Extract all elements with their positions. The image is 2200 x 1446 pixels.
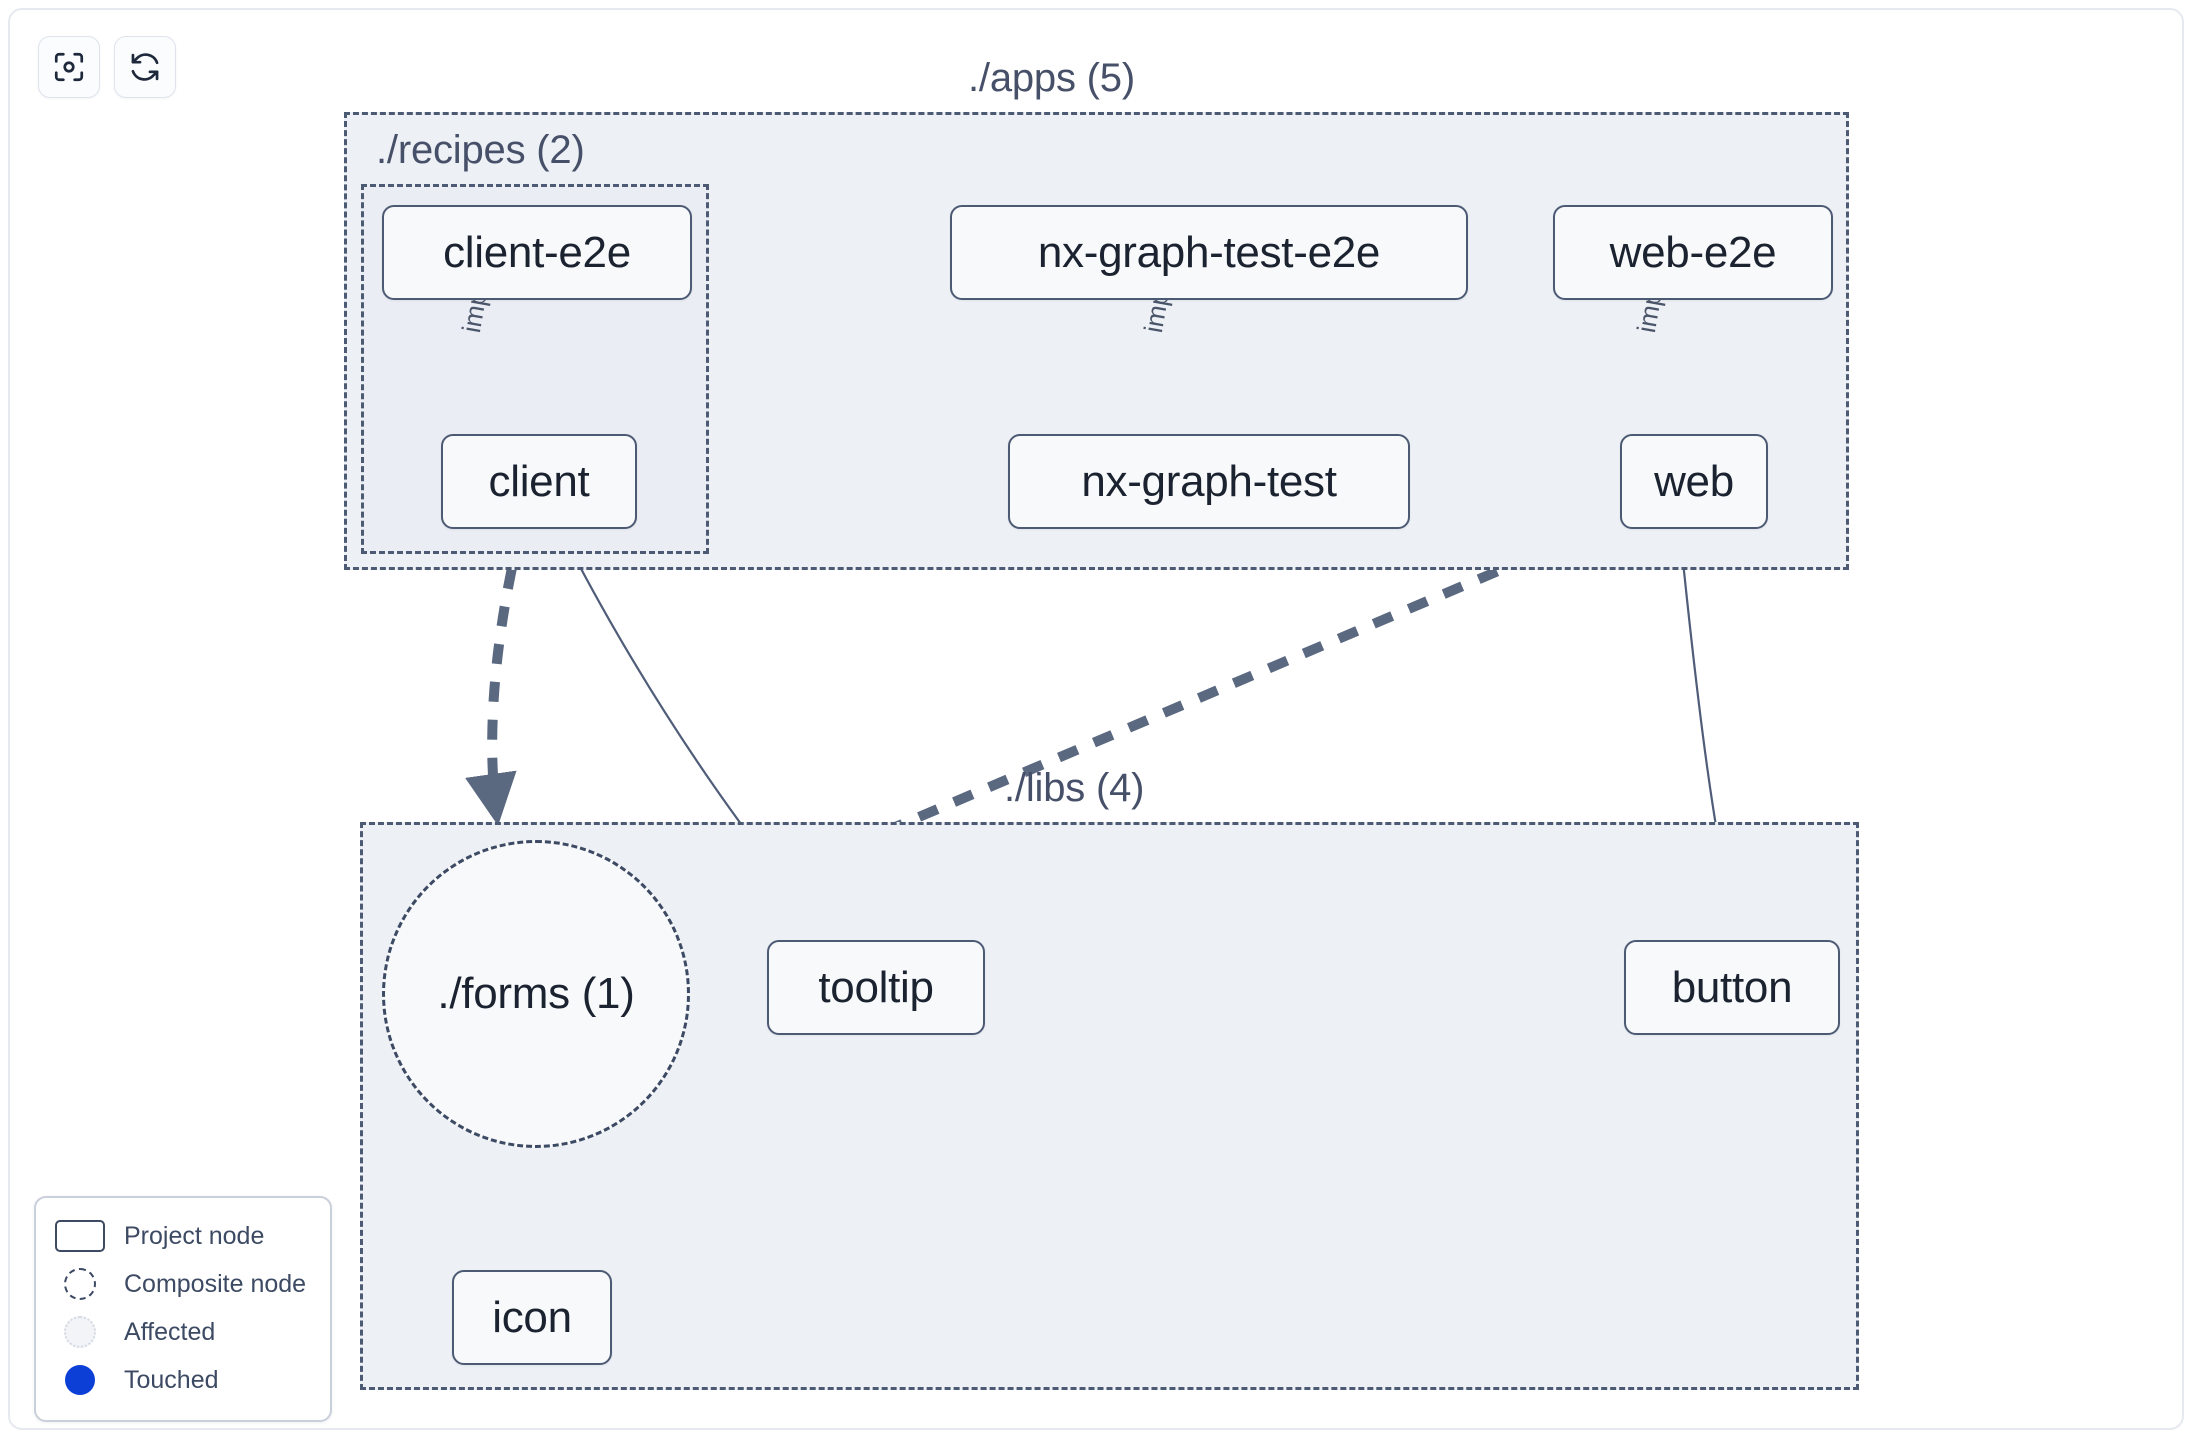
project-node-web-e2e[interactable]: web-e2e (1553, 205, 1833, 300)
legend-item-project-node: Project node (54, 1212, 312, 1260)
composite-node-label: ./forms (1) (437, 969, 635, 1018)
legend-item-composite-node: Composite node (54, 1260, 312, 1308)
project-node-nx-graph-test-e2e[interactable]: nx-graph-test-e2e (950, 205, 1468, 300)
project-node-label: client (488, 456, 590, 506)
project-node-button[interactable]: button (1624, 940, 1840, 1035)
focus-graph-button[interactable] (38, 36, 100, 98)
focus-target-icon (52, 50, 86, 84)
project-node-label: client-e2e (443, 227, 631, 277)
legend-item-label: Project node (124, 1221, 265, 1250)
legend-item-affected: Affected (54, 1308, 312, 1356)
graph-legend: Project node Composite node Affected Tou… (34, 1196, 332, 1422)
legend-item-label: Composite node (124, 1269, 307, 1298)
project-node-label: button (1671, 962, 1793, 1012)
project-node-label: web (1654, 456, 1734, 506)
affected-swatch (54, 1315, 106, 1349)
project-node-nx-graph-test[interactable]: nx-graph-test (1008, 434, 1410, 529)
refresh-graph-button[interactable] (114, 36, 176, 98)
group-label-apps: ./apps (5) (968, 56, 1135, 100)
group-label-recipes: ./recipes (2) (376, 128, 585, 172)
project-node-swatch (54, 1219, 106, 1253)
project-node-icon[interactable]: icon (452, 1270, 612, 1365)
project-node-web[interactable]: web (1620, 434, 1768, 529)
touched-swatch (54, 1363, 106, 1397)
composite-node-forms[interactable]: ./forms (1) (382, 840, 690, 1148)
legend-item-label: Touched (124, 1365, 219, 1394)
project-node-label: nx-graph-test (1081, 456, 1337, 506)
legend-item-label: Affected (124, 1317, 216, 1346)
refresh-icon (128, 50, 162, 84)
project-node-label: tooltip (818, 962, 934, 1012)
composite-node-swatch (54, 1267, 106, 1301)
project-node-client-e2e[interactable]: client-e2e (382, 205, 692, 300)
project-node-client[interactable]: client (441, 434, 637, 529)
project-node-label: nx-graph-test-e2e (1037, 227, 1381, 277)
project-node-label: icon (492, 1292, 572, 1342)
legend-item-touched: Touched (54, 1356, 312, 1404)
graph-toolbar (38, 36, 176, 98)
project-node-tooltip[interactable]: tooltip (767, 940, 985, 1035)
edge-client-to-forms (465, 530, 525, 826)
project-node-label: web-e2e (1609, 227, 1777, 277)
group-label-libs: ./libs (4) (1004, 766, 1145, 810)
